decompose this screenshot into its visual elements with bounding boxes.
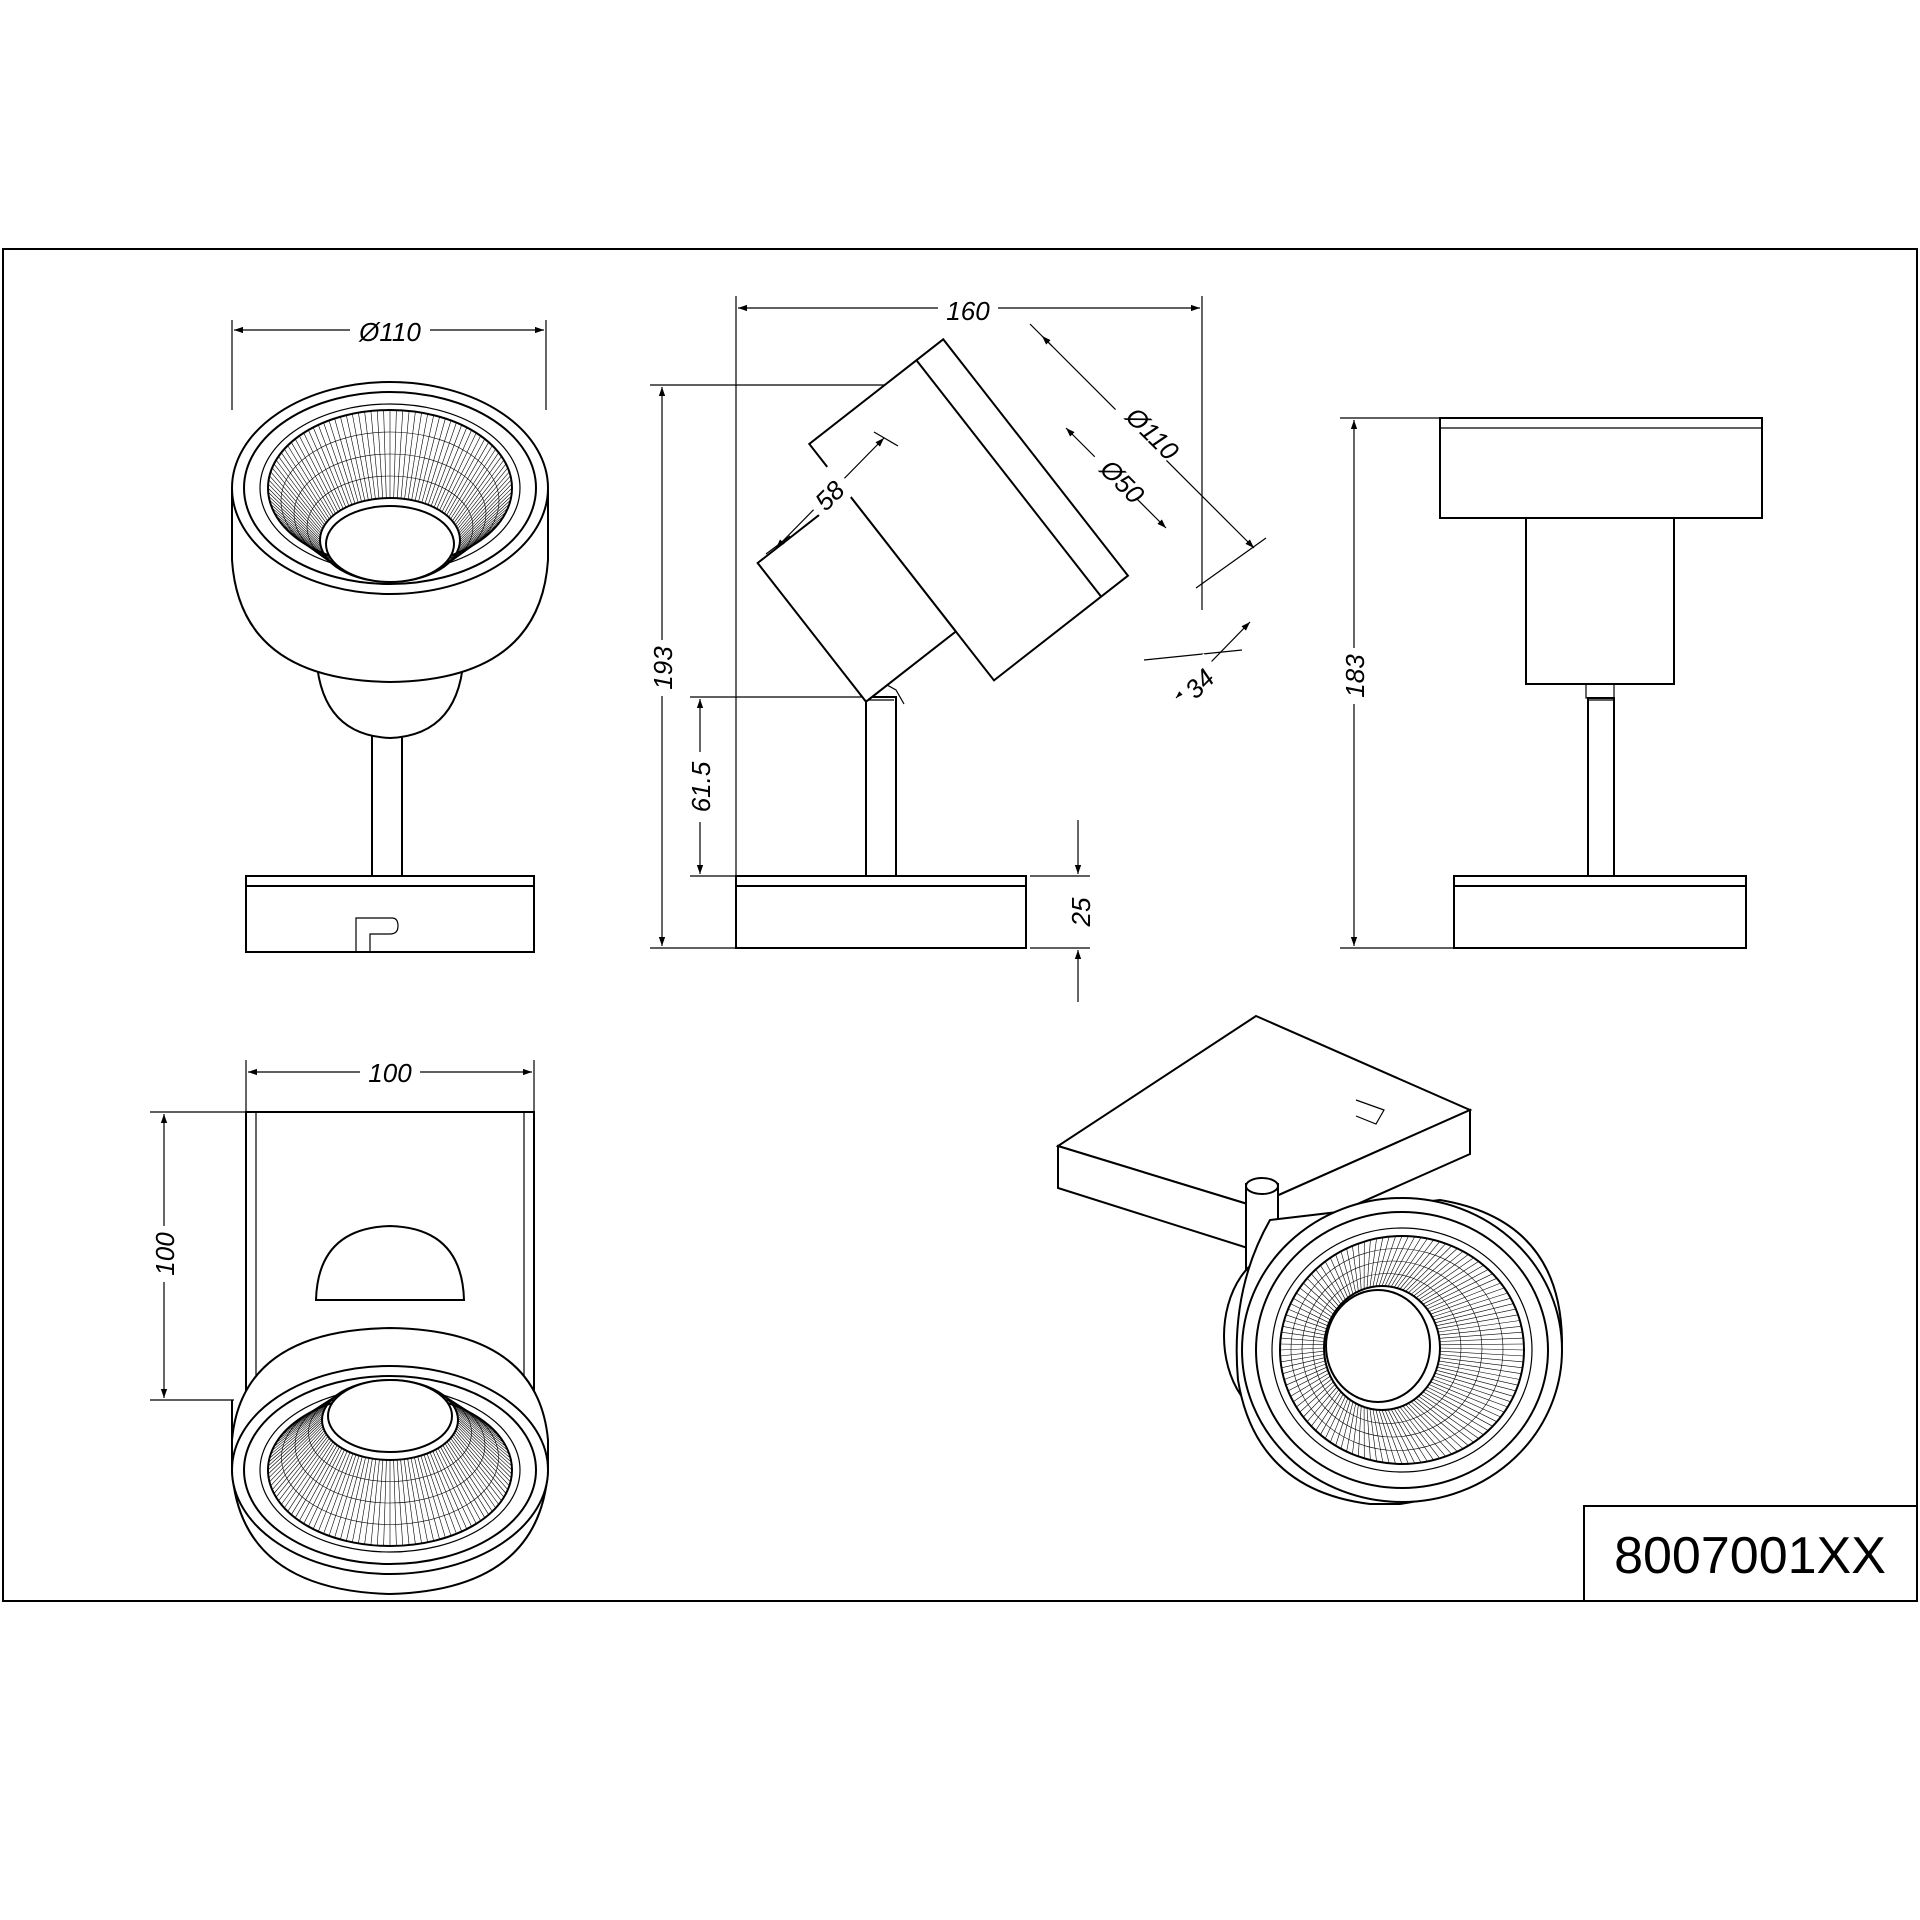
reflector-hatch-ring [1290, 1248, 1504, 1451]
back-height-label: 183 [1340, 654, 1370, 698]
isometric-view [1055, 1014, 1564, 1505]
side-view: 160 193 61.5 25 [645, 292, 1267, 1002]
side-width-label: 160 [946, 296, 990, 326]
reflector-hatch-ring [1301, 1260, 1483, 1438]
top-view: 100 100 [148, 1056, 549, 1596]
reflector-hatch-ring [1312, 1273, 1462, 1424]
side-base-thickness-label: 25 [1066, 897, 1096, 927]
side-arm-height-label: 61.5 [686, 761, 716, 812]
drawing-frame [2, 248, 1918, 1602]
top-depth-label: 100 [150, 1232, 180, 1276]
iso-reflector-hatch [1279, 1235, 1525, 1465]
front-diameter-label: Ø110 [358, 317, 421, 347]
back-view: 183 [1338, 417, 1763, 949]
side-height-label: 193 [648, 646, 678, 690]
top-width-label: 100 [368, 1058, 412, 1088]
product-code: 8007001XX [1614, 1527, 1886, 1585]
product-code-box: 8007001XX [1583, 1505, 1918, 1602]
front-view: Ø110 [231, 312, 549, 953]
